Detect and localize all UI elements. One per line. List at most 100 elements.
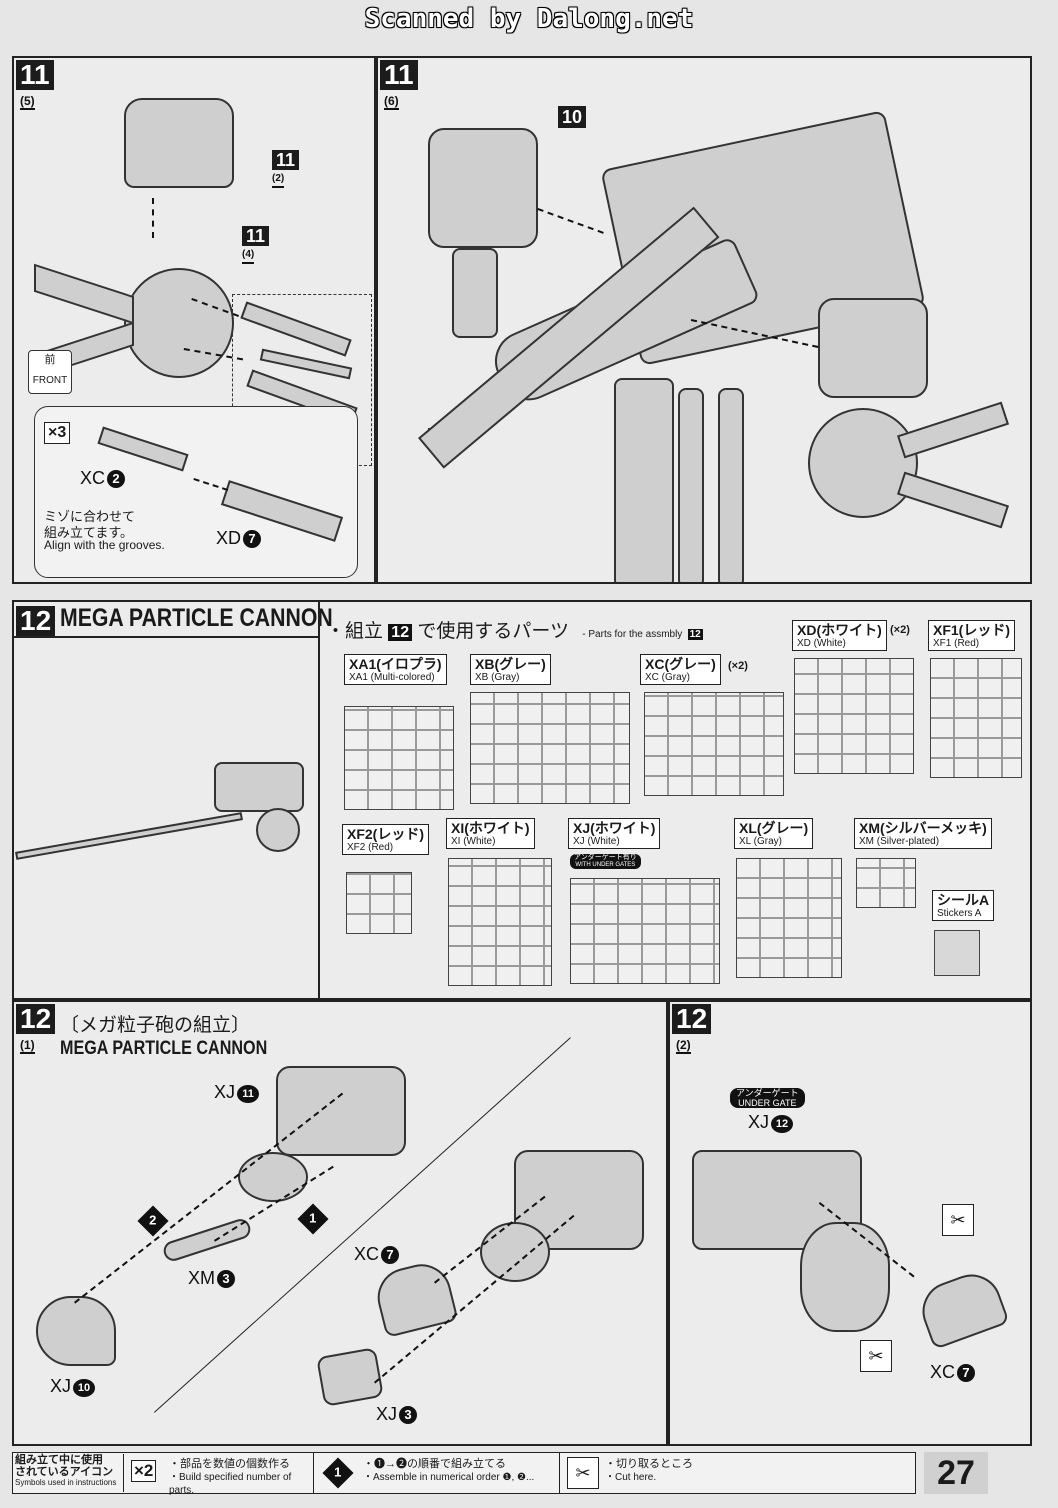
label-number: 3 [217, 1270, 235, 1288]
title-divider [14, 636, 318, 638]
runner-en: XL (Gray) [739, 836, 782, 847]
runner-code: XM(シルバーメッキ) [859, 820, 987, 836]
step-title: 12 MEGA PARTICLE CANNON [16, 604, 380, 636]
xj-wheel-part [480, 1222, 550, 1282]
step-number: 12 [16, 606, 56, 636]
step-substep: (6) [384, 94, 399, 110]
step-title-jp: 〔メガ粒子砲の組立〕 [60, 1015, 251, 1036]
ref-step-11-2: 11 [272, 150, 300, 170]
parts-heading-jp-2: で使用するパーツ [417, 621, 569, 642]
step-12-panel: 12 MEGA PARTICLE CANNON ・組立 12 で使用するパーツ … [12, 600, 1032, 1000]
runner-en: XC (Gray) [645, 672, 690, 683]
runner-tree-xd [794, 658, 914, 774]
runner-tree-xm [856, 858, 916, 908]
runner-en: XM (Silver-plated) [859, 836, 940, 847]
under-gates-badge: アンダーゲート有り WITH UNDER GATES [570, 854, 641, 869]
label-code: XC [80, 468, 106, 488]
page-number: 27 [924, 1452, 988, 1494]
runner-label-xi: XI(ホワイト) XI (White) [446, 818, 535, 849]
step-substep: (2) [676, 1038, 691, 1054]
shoulder-fin [896, 401, 1010, 459]
runner-en: XB (Gray) [475, 672, 520, 683]
order-number: 1 [309, 1210, 317, 1226]
xc-7-part [371, 1257, 459, 1339]
runner-tree-xc [644, 692, 784, 796]
label-number: 7 [243, 530, 262, 548]
shoulder-part [808, 408, 918, 518]
under-gates-jp: アンダーゲート有り [574, 854, 637, 861]
icon-legend: 組み立て中に使用 されているアイコン Symbols used in instr… [12, 1452, 916, 1496]
parts-heading-jp-1: ・組立 [326, 621, 384, 642]
legend-item-1-en: ・Build specified number of parts. [169, 1472, 292, 1496]
assembly-arrow [152, 198, 154, 238]
label-number: 12 [771, 1115, 794, 1133]
label-code: XC [930, 1362, 956, 1382]
runner-en: XF1 (Red) [933, 638, 980, 649]
label-code: XM [188, 1268, 215, 1288]
head-part [428, 128, 538, 248]
runner-label-xf1: XF1(レッド) XF1 (Red) [928, 620, 1015, 651]
step-title-text: MEGA PARTICLE CANNON [59, 604, 333, 632]
label-number: 3 [399, 1406, 418, 1424]
cannon-preview-body [214, 762, 304, 812]
column-divider [318, 602, 320, 998]
detail-callout [34, 406, 358, 578]
runner-en: XF2 (Red) [347, 842, 394, 853]
runner-tree-xl [736, 858, 842, 978]
step-number: 11 [16, 60, 54, 90]
label-code: XC [354, 1244, 380, 1264]
sticker-en: Stickers A [937, 908, 982, 919]
ref-substep-2: (2) [272, 172, 285, 188]
runner-en: XA1 (Multi-colored) [349, 672, 435, 683]
label-code: XJ [748, 1112, 770, 1132]
step-11-6-panel: 11 (6) 10 9 [376, 56, 1032, 584]
runner-code: XF1(レッド) [933, 622, 1010, 638]
legend-divider [559, 1453, 560, 1493]
runner-tree-xf1 [930, 658, 1022, 778]
front-label-en: FRONT [32, 375, 68, 386]
runner-label-xb: XB(グレー) XB (Gray) [470, 654, 551, 685]
order-marker-1: 1 [297, 1203, 329, 1235]
runner-tree-xa1 [344, 706, 454, 810]
label-number: 7 [381, 1246, 400, 1264]
runner-code: XL(グレー) [739, 820, 809, 836]
xj-10-part [36, 1296, 116, 1366]
legend-title-en: Symbols used in instructions [15, 1478, 117, 1487]
runner-multiplier: (×2) [890, 624, 910, 636]
scanner-credit: Scanned by Dalong.net [364, 4, 694, 34]
label-number: 2 [107, 470, 126, 488]
step-12-1-panel: 12 (1) 〔メガ粒子砲の組立〕 MEGA PARTICLE CANNON 2… [12, 1000, 668, 1446]
note-jp-1: ミゾに合わせて [44, 509, 136, 524]
assembly-arrow [537, 208, 604, 234]
xj-wheel-part [238, 1152, 308, 1202]
front-label-jp: 前 [44, 354, 56, 366]
step-number: 12 [16, 1004, 56, 1034]
step-title-en: MEGA PARTICLE CANNON [60, 1038, 268, 1059]
under-gate-badge: アンダーゲート UNDER GATE [730, 1088, 805, 1108]
runner-code: XD(ホワイト) [797, 622, 882, 638]
xj-wheel-part [800, 1222, 890, 1332]
arm-part [452, 248, 498, 338]
leg-part [678, 388, 704, 582]
step-substep: (5) [20, 94, 35, 110]
runner-label-xl: XL(グレー) XL (Gray) [734, 818, 814, 849]
sticker-sheet [934, 930, 980, 976]
runner-label-xm: XM(シルバーメッキ) XM (Silver-plated) [854, 818, 992, 849]
legend-divider [313, 1453, 314, 1493]
runner-code: XC(グレー) [645, 656, 716, 672]
under-gate-jp: アンダーゲート [736, 1088, 799, 1098]
runner-tree-xb [470, 692, 630, 804]
ref-step-10: 10 [558, 106, 587, 128]
parts-heading-en-step: 12 [687, 629, 703, 640]
xj-11-part [276, 1066, 406, 1156]
label-code: XJ [50, 1376, 72, 1396]
runner-code: XB(グレー) [475, 656, 546, 672]
sticker-label: シールA Stickers A [932, 890, 995, 921]
note-jp-2: 組み立てます。 [44, 525, 134, 540]
